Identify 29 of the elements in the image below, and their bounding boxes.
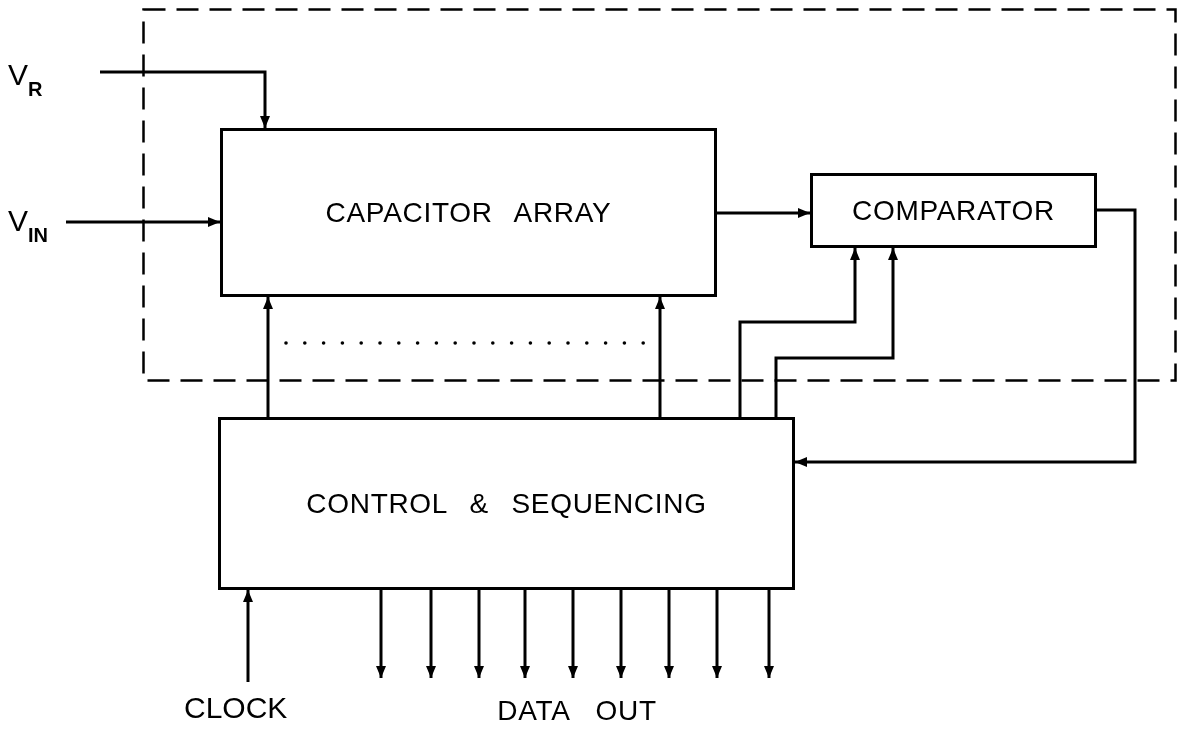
arrow — [520, 590, 530, 678]
node-label: V$_{IN}$ — [8, 202, 48, 243]
node-label: V$_{R}$ — [8, 56, 43, 97]
process-box — [810, 173, 1097, 248]
arrow — [616, 590, 626, 678]
arrow — [774, 248, 898, 417]
arrow — [263, 297, 273, 417]
arrow — [66, 217, 220, 227]
node-label: CAPACITOR ARRAY — [325, 195, 612, 230]
arrow — [764, 590, 774, 678]
arrow — [243, 590, 253, 682]
arrow — [426, 590, 436, 678]
node-label: CLOCK — [184, 689, 288, 726]
arrow — [738, 248, 860, 417]
arrow — [568, 590, 578, 678]
process-box — [220, 128, 717, 297]
arrow — [474, 590, 484, 678]
arrow — [664, 590, 674, 678]
boundary-box — [142, 8, 1177, 382]
arrow — [376, 590, 386, 678]
arrow — [712, 590, 722, 678]
arrow — [795, 208, 1137, 467]
node-label: CONTROL & SEQUENCING — [306, 486, 707, 521]
arrow — [100, 70, 270, 128]
arrow — [655, 297, 665, 417]
output-label: DATA OUT — [496, 694, 658, 728]
process-box — [218, 417, 795, 590]
node-label: COMPARATOR — [852, 193, 1055, 228]
arrow — [717, 208, 810, 218]
